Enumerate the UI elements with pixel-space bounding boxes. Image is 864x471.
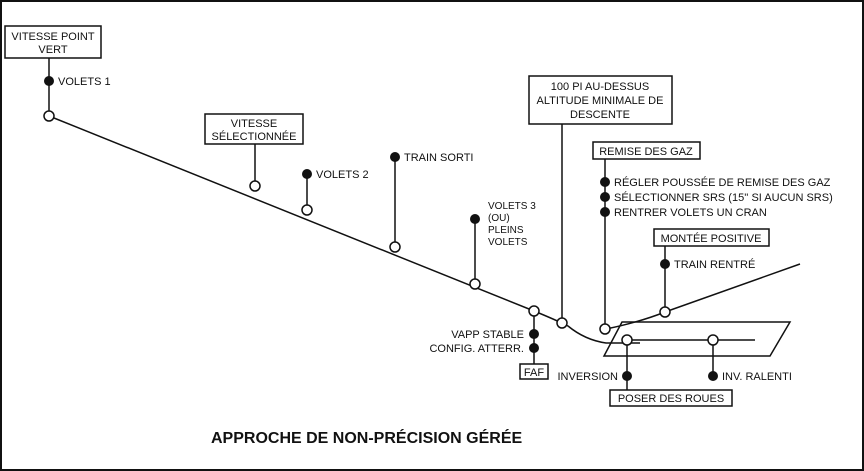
approach-path-line xyxy=(48,115,640,344)
altitude-minimale-line-3: DESCENTE xyxy=(570,109,630,121)
montee-positive-label: MONTÉE POSITIVE xyxy=(661,232,762,245)
regler-poussee-dot xyxy=(600,177,610,187)
selectionner-srs-label: SÉLECTIONNER SRS (15'' SI AUCUN SRS) xyxy=(614,191,833,204)
volets-3-line-1: VOLETS 3 xyxy=(488,201,536,212)
volets-3-line-4: VOLETS xyxy=(488,237,528,248)
vitesse-point-vert-box xyxy=(4,25,102,59)
config-atterr-label: CONFIG. ATTERR. xyxy=(429,343,524,355)
volets-1-dot xyxy=(44,76,54,86)
point-poser-des-roues-node xyxy=(621,334,633,346)
train-rentre-dot xyxy=(660,259,670,269)
point-vitesse-selectionnee-node xyxy=(249,180,261,192)
point-altitude-minimale-node xyxy=(556,317,568,329)
montee-positive-box xyxy=(653,228,770,247)
rentrer-volets-dot xyxy=(600,207,610,217)
train-rentre-label: TRAIN RENTRÉ xyxy=(674,258,755,271)
vapp-stable-label: VAPP STABLE xyxy=(451,329,524,341)
vapp-stable-dot xyxy=(529,329,539,339)
volets-2-label: VOLETS 2 xyxy=(316,169,369,181)
altitude-minimale-line-1: 100 PI AU-DESSUS xyxy=(551,81,649,93)
remise-des-gaz-box xyxy=(592,141,701,160)
regler-poussee-label: RÉGLER POUSSÉE DE REMISE DES GAZ xyxy=(614,176,831,189)
go-around-path-line xyxy=(605,263,801,330)
poser-des-roues-label: POSER DES ROUES xyxy=(618,393,724,405)
poser-des-roues-box xyxy=(609,389,733,407)
faf-label: FAF xyxy=(524,367,544,379)
volets-3-dot xyxy=(470,214,480,224)
point-train-sorti-node xyxy=(389,241,401,253)
inv-ralenti-dot xyxy=(708,371,718,381)
volets-3-line-2: (OU) xyxy=(488,213,510,224)
volets-1-label: VOLETS 1 xyxy=(58,76,111,88)
remise-des-gaz-label: REMISE DES GAZ xyxy=(599,146,693,158)
vitesse-selectionnee-line-2: SÉLECTIONNÉE xyxy=(212,130,297,143)
altitude-minimale-box xyxy=(528,75,673,125)
vitesse-selectionnee-box xyxy=(204,113,304,145)
inversion-dot xyxy=(622,371,632,381)
train-sorti-label: TRAIN SORTI xyxy=(404,152,473,164)
diagram-title: APPROCHE DE NON-PRÉCISION GÉRÉE xyxy=(211,428,522,447)
point-inv-ralenti-node xyxy=(707,334,719,346)
inversion-label: INVERSION xyxy=(557,371,618,383)
inv-ralenti-label: INV. RALENTI xyxy=(722,371,792,383)
config-atterr-dot xyxy=(529,343,539,353)
vitesse-point-vert-line-2: VERT xyxy=(38,44,67,56)
point-volets-2-node xyxy=(301,204,313,216)
rentrer-volets-label: RENTRER VOLETS UN CRAN xyxy=(614,207,767,219)
runway-shape xyxy=(602,321,792,357)
vitesse-selectionnee-line-1: VITESSE xyxy=(231,118,277,130)
point-remise-des-gaz-node xyxy=(599,323,611,335)
train-sorti-dot xyxy=(390,152,400,162)
selectionner-srs-dot xyxy=(600,192,610,202)
faf-box xyxy=(519,363,549,380)
point-faf-node xyxy=(528,305,540,317)
volets-2-dot xyxy=(302,169,312,179)
point-volets-1-node xyxy=(43,110,55,122)
point-volets-3-node xyxy=(469,278,481,290)
vitesse-point-vert-line-1: VITESSE POINT xyxy=(11,31,94,43)
altitude-minimale-line-2: ALTITUDE MINIMALE DE xyxy=(537,95,664,107)
volets-3-line-3: PLEINS xyxy=(488,225,524,236)
point-montee-positive-node xyxy=(659,306,671,318)
